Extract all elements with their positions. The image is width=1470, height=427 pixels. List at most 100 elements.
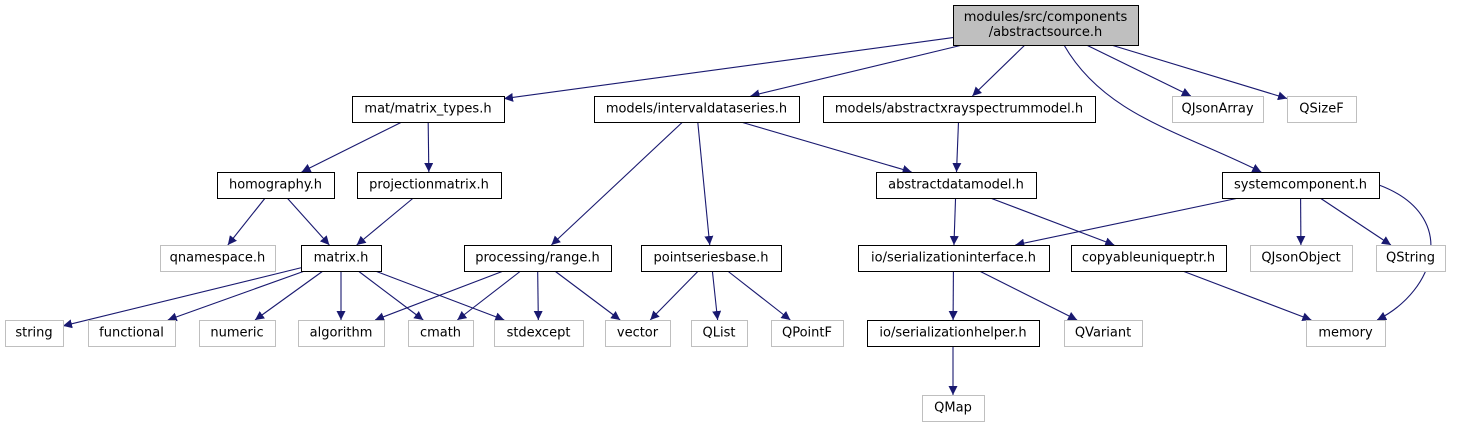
node-box [199, 320, 276, 347]
node-label: copyableuniqueptr.h [1082, 251, 1215, 266]
node-label: modules/src/components [964, 10, 1128, 25]
edge-matrix-to-cmath [357, 270, 424, 321]
node-range[interactable]: processing/range.h [464, 245, 612, 272]
edge-matrix-to-string [62, 267, 302, 329]
node-label: algorithm [310, 326, 373, 341]
node-label: projectionmatrix.h [369, 178, 489, 193]
node-box [823, 96, 1096, 123]
node-qjsonarray: QJsonArray [1172, 96, 1264, 123]
node-qlist: QList [691, 320, 748, 347]
node-box [160, 245, 276, 272]
node-pointseriesbase[interactable]: pointseriesbase.h [641, 245, 782, 272]
node-box [858, 245, 1050, 272]
node-label: abstractdatamodel.h [888, 178, 1024, 193]
node-label: processing/range.h [475, 251, 600, 266]
edge-matrix-to-functional [167, 270, 305, 322]
edge-systemcomponent-to-qstring [1319, 197, 1392, 246]
node-label: QMap [934, 401, 972, 416]
node-qnamespace: qnamespace.h [160, 245, 276, 272]
node-box [953, 5, 1139, 46]
node-box [352, 96, 505, 123]
edge-serializationinterface-to-qvariant [979, 270, 1078, 321]
node-box [922, 395, 985, 422]
node-serializationhelper[interactable]: io/serializationhelper.h [867, 320, 1040, 347]
node-label: QJsonArray [1181, 102, 1253, 117]
node-numeric: numeric [199, 320, 276, 347]
edge-root-to-systemcomponent [1063, 44, 1262, 173]
node-label: stdexcept [507, 326, 571, 341]
edge-matrix_types-to-homography [301, 121, 403, 173]
node-intervaldataseries[interactable]: models/intervaldataseries.h [594, 96, 800, 123]
node-box [1287, 96, 1357, 123]
node-algorithm: algorithm [298, 320, 385, 347]
edge-intervaldataseries-to-range [550, 121, 684, 246]
edge-root-to-qsizef [1111, 44, 1288, 101]
node-label: qnamespace.h [170, 251, 266, 266]
node-qjsonobject: QJsonObject [1250, 245, 1353, 272]
edge-abstractdatamodel-to-copyableuniqueptr [990, 197, 1115, 247]
node-box [641, 245, 782, 272]
node-label: models/abstractxrayspectrummodel.h [835, 102, 1083, 117]
edge-root-to-intervaldataseries [750, 44, 963, 99]
node-label: matrix.h [314, 251, 369, 266]
edge-abstractxrayspectrummodel-to-abstractdatamodel [952, 121, 962, 173]
edge-range-to-vector [554, 270, 621, 321]
edge-range-to-stdexcept [533, 270, 543, 321]
edge-matrix-to-numeric [254, 270, 324, 321]
node-string: string [5, 320, 64, 347]
edge-homography-to-matrix [286, 197, 330, 246]
node-label: QVariant [1075, 326, 1131, 341]
node-label: /abstractsource.h [989, 25, 1103, 40]
node-homography[interactable]: homography.h [217, 172, 335, 199]
edge-pointseriesbase-to-qlist [711, 270, 722, 321]
edge-homography-to-qnamespace [227, 197, 266, 246]
node-serializationinterface[interactable]: io/serializationinterface.h [858, 245, 1050, 272]
node-systemcomponent[interactable]: systemcomponent.h [1222, 172, 1380, 199]
node-box [5, 320, 64, 347]
node-box [1172, 96, 1264, 123]
node-copyableuniqueptr[interactable]: copyableuniqueptr.h [1071, 245, 1227, 272]
node-label: QPointF [782, 326, 832, 341]
edge-systemcomponent-to-serializationinterface [1015, 197, 1239, 248]
node-box [876, 172, 1037, 199]
edge-abstractdatamodel-to-serializationinterface [949, 197, 959, 246]
edges-layer [62, 37, 1432, 395]
edge-pointseriesbase-to-qpointf [727, 270, 791, 321]
node-qpointf: QPointF [771, 320, 844, 347]
node-abstractxrayspectrummodel[interactable]: models/abstractxrayspectrummodel.h [823, 96, 1096, 123]
node-label: QJsonObject [1261, 251, 1340, 266]
node-qsizef: QSizeF [1287, 96, 1357, 123]
node-box [1250, 245, 1353, 272]
node-box [1071, 245, 1227, 272]
node-memory: memory [1306, 320, 1386, 347]
node-label: models/intervaldataseries.h [606, 102, 787, 117]
node-box [594, 96, 800, 123]
node-box [771, 320, 844, 347]
node-box [88, 320, 176, 347]
node-label: mat/matrix_types.h [364, 102, 491, 117]
edge-range-to-cmath [456, 270, 522, 321]
edge-intervaldataseries-to-pointseriesbase [697, 121, 714, 246]
node-label: pointseriesbase.h [653, 251, 768, 266]
node-root[interactable]: modules/src/components/abstractsource.h [953, 5, 1139, 46]
node-label: QList [703, 326, 736, 341]
node-projectionmatrix[interactable]: projectionmatrix.h [357, 172, 502, 199]
node-qstring: QString [1376, 245, 1446, 272]
edge-intervaldataseries-to-abstractdatamodel [740, 121, 912, 174]
edge-root-to-abstractxrayspectrummodel [972, 44, 1026, 97]
nodes-layer: modules/src/components/abstractsource.hm… [5, 5, 1446, 422]
edge-copyableuniqueptr-to-memory [1182, 270, 1312, 322]
node-cmath: cmath [408, 320, 474, 347]
node-box [1222, 172, 1380, 199]
node-label: io/serializationhelper.h [879, 326, 1026, 341]
node-abstractdatamodel[interactable]: abstractdatamodel.h [876, 172, 1037, 199]
node-matrix[interactable]: matrix.h [301, 245, 382, 272]
node-box [494, 320, 584, 347]
node-box [1376, 245, 1446, 272]
node-matrix_types[interactable]: mat/matrix_types.h [352, 96, 505, 123]
node-label: numeric [210, 326, 263, 341]
edge-root-to-qjsonarray [1086, 44, 1192, 97]
node-label: vector [617, 326, 659, 341]
node-box [357, 172, 502, 199]
